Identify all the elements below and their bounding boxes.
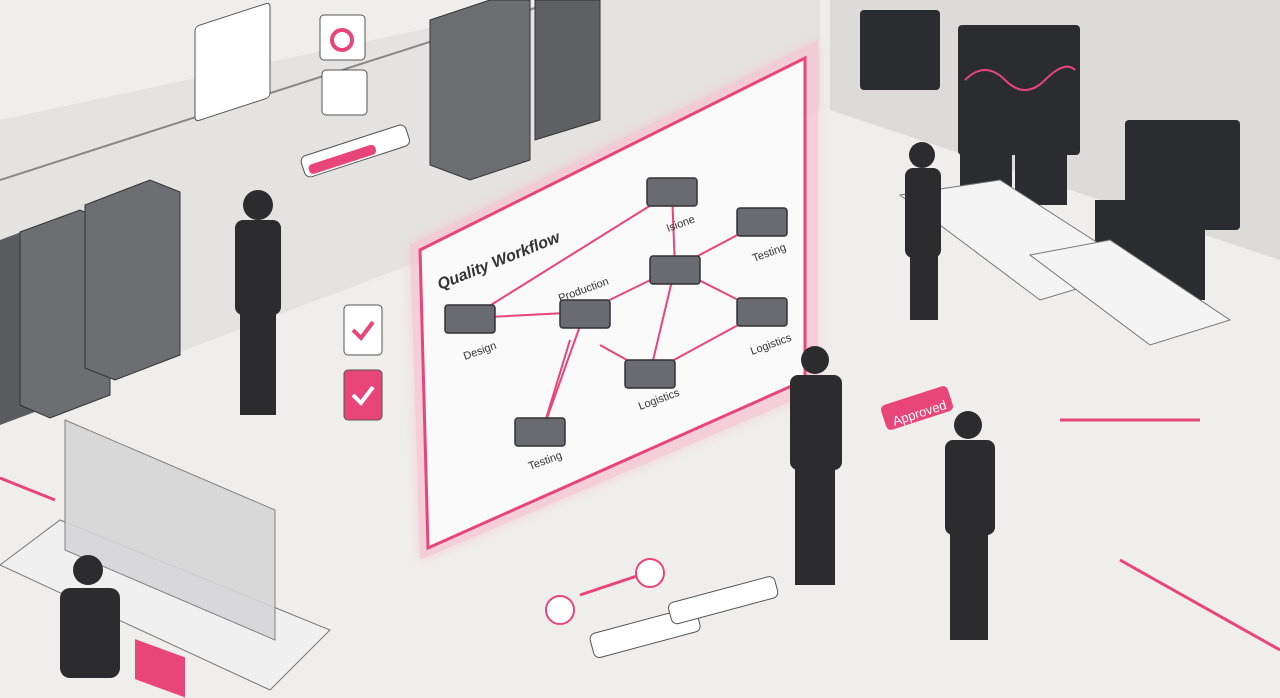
- gear-card: [319, 14, 366, 61]
- user-card: [321, 69, 368, 116]
- check-card: [194, 2, 271, 122]
- gear-icon: [330, 28, 354, 52]
- left-screen: [64, 419, 276, 641]
- check-card-pink: [343, 369, 383, 421]
- people: [60, 142, 995, 678]
- check-card-light: [343, 304, 383, 356]
- progress-bar: [308, 144, 377, 174]
- approved-badge: Approved: [880, 386, 954, 430]
- tablet-left: [135, 639, 185, 698]
- workflow-panel: Quality Workflow Design Production Ision…: [410, 40, 818, 560]
- server-racks-left: [0, 0, 601, 425]
